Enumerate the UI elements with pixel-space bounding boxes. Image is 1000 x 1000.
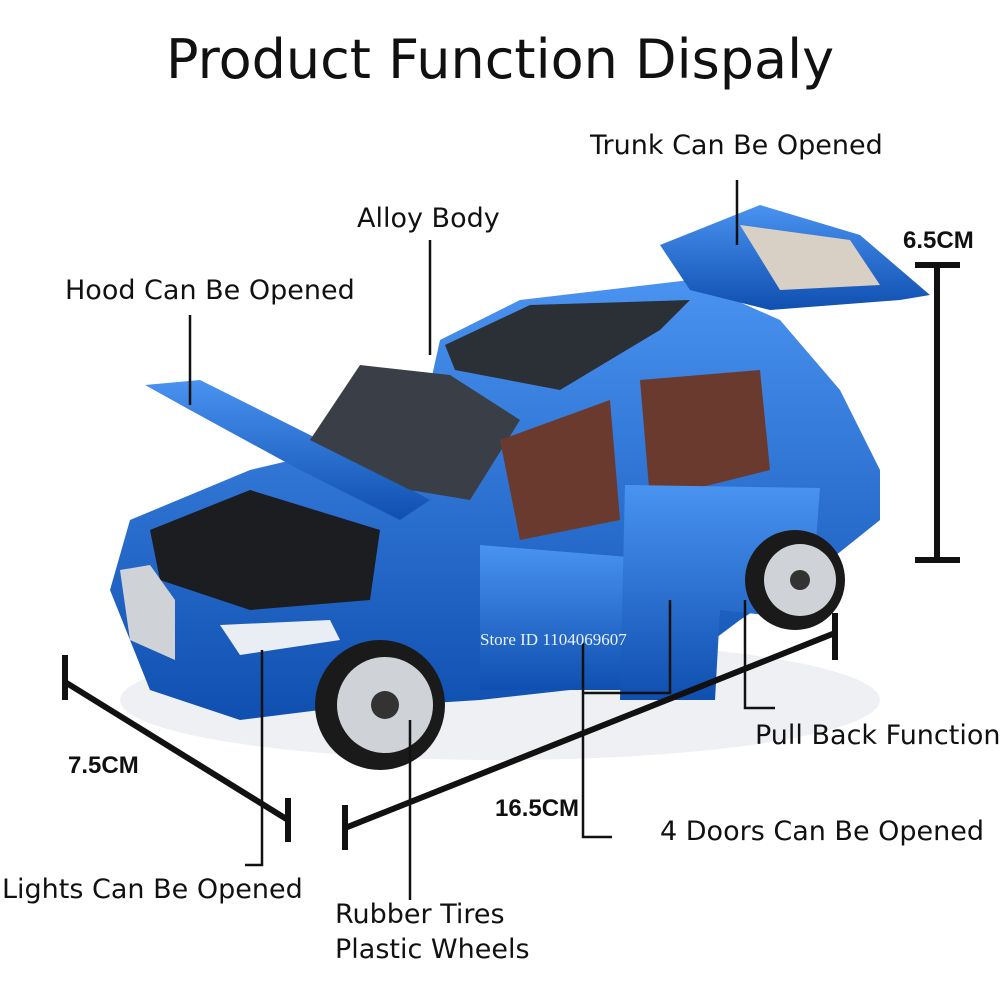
label-tires: Rubber Tires: [335, 899, 505, 930]
label-doors: 4 Doors Can Be Opened: [660, 816, 985, 847]
label-lights: Lights Can Be Opened: [2, 874, 303, 905]
hood: [145, 380, 430, 520]
label-pull-back: Pull Back Function: [755, 720, 1000, 751]
label-alloy-body: Alloy Body: [357, 203, 500, 234]
dimension-height: 6.5CM: [903, 227, 974, 254]
callout-lines: [188, 180, 775, 900]
rear-wheel: [745, 530, 845, 630]
dimension-length: 16.5CM: [495, 795, 580, 822]
label-wheels: Plastic Wheels: [335, 934, 530, 965]
front-wheel: [315, 640, 445, 770]
dimension-lines: [62, 262, 960, 850]
dimension-width: 7.5CM: [68, 752, 139, 779]
page-title: Product Function Dispaly: [165, 28, 835, 91]
watermark: Store ID 1104069607: [480, 630, 627, 649]
label-hood: Hood Can Be Opened: [65, 275, 355, 306]
label-trunk: Trunk Can Be Opened: [590, 130, 883, 161]
